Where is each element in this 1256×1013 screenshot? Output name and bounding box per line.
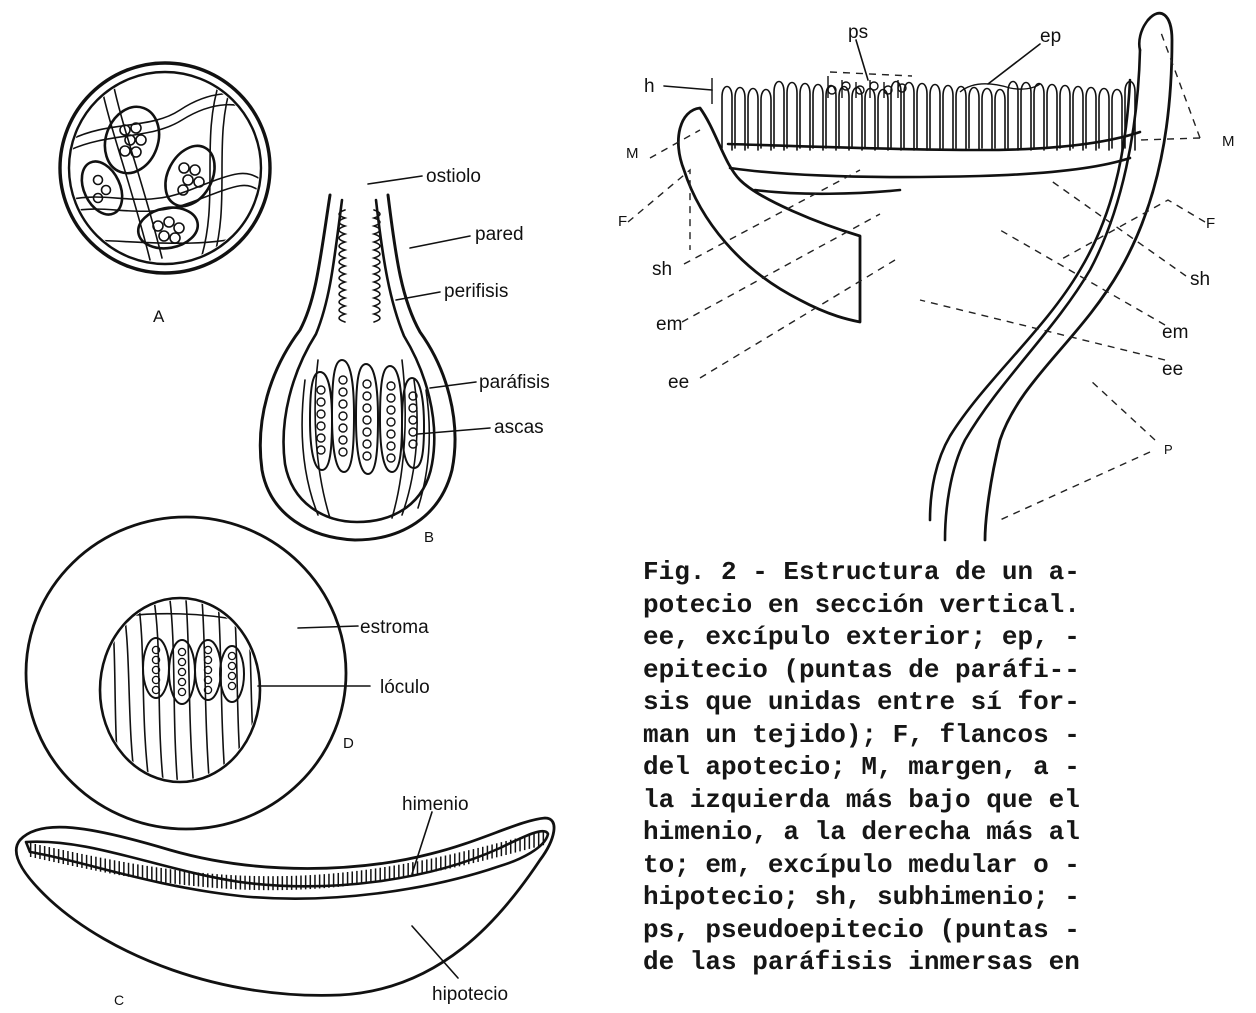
label-f-right: F (1206, 215, 1215, 232)
label-sh-right: sh (1190, 269, 1210, 290)
label-p: P (1164, 442, 1173, 457)
label-estroma: estroma (360, 617, 429, 638)
figure-2-caption: Fig. 2 - Estructura de un a- potecio en … (643, 556, 1243, 1013)
caption-line: epitecio (puntas de paráfi-- (643, 654, 1243, 687)
label-ee-right: ee (1162, 359, 1183, 380)
label-ep: ep (1040, 26, 1061, 47)
figure-d-letter: D (343, 735, 354, 752)
caption-line: hipotecio; sh, subhimenio; - (643, 881, 1243, 914)
label-ee-left: ee (668, 372, 689, 393)
label-pared: pared (475, 224, 524, 245)
figure-c-drawing (16, 812, 554, 995)
label-ps: ps (848, 22, 868, 43)
label-ostiolo: ostiolo (426, 166, 481, 187)
caption-line: de las paráfisis inmersas en (643, 946, 1243, 979)
caption-line: ps, pseudoepitecio (puntas - (643, 914, 1243, 947)
caption-line: to; em, excípulo medular o - (643, 849, 1243, 882)
label-em-right: em (1162, 322, 1188, 343)
caption-line: ee, excípulo exterior; ep, - (643, 621, 1243, 654)
label-em-left: em (656, 314, 682, 335)
label-m-right: M (1222, 133, 1235, 150)
caption-line: Fig. 2 - Estructura de un a- (643, 556, 1243, 589)
figure-b-drawing (260, 176, 490, 540)
label-m-left: M (626, 145, 639, 162)
label-perifisis: perifisis (444, 281, 508, 302)
label-f-left: F (618, 213, 627, 230)
figure-2-apothecium-drawing (628, 13, 1205, 540)
caption-line: himenio, a la derecha más al (643, 816, 1243, 849)
figure-a-letter: A (153, 307, 165, 326)
figure-d-drawing (26, 517, 370, 829)
label-sh-left: sh (652, 259, 672, 280)
caption-line: man un tejido); F, flancos - (643, 719, 1243, 752)
caption-line: la izquierda más bajo que el (643, 784, 1243, 817)
caption-line: del apotecio; M, margen, a - (643, 751, 1243, 784)
figure-b-letter: B (424, 529, 434, 546)
label-h: h (644, 76, 655, 97)
label-parafisis: paráfisis (479, 372, 550, 393)
figure-a-drawing (60, 63, 270, 273)
figure-2-hymenium-paraphyses (722, 82, 1135, 151)
figure-c-letter: C (114, 992, 124, 1008)
label-hipotecio: hipotecio (432, 984, 508, 1005)
label-ascas: ascas (494, 417, 544, 438)
caption-line: sis que unidas entre sí for- (643, 686, 1243, 719)
label-himenio: himenio (402, 794, 469, 815)
label-loculo: lóculo (380, 677, 430, 698)
caption-line: potecio en sección vertical. (643, 589, 1243, 622)
